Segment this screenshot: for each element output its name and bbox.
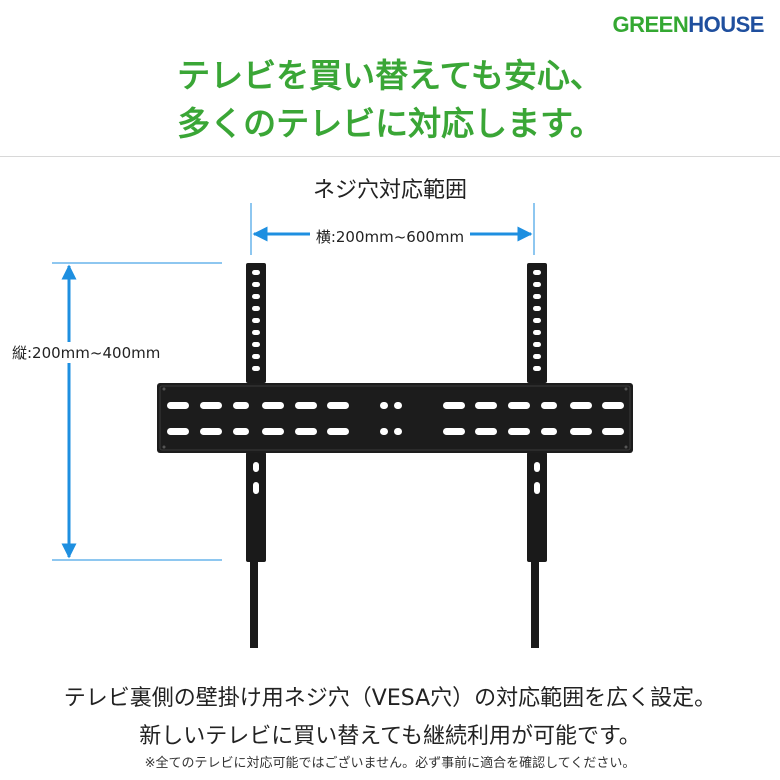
description: テレビ裏側の壁掛け用ネジ穴（VESA穴）の対応範囲を広く設定。 新しいテレビに買… (0, 680, 780, 756)
headline: テレビを買い替えても安心、 多くのテレビに対応します。 (0, 52, 780, 148)
headline-line-2: 多くのテレビに対応します。 (177, 104, 603, 143)
section-title: ネジ穴対応範囲 (312, 178, 467, 203)
brand-logo-house: HOUSE (688, 12, 764, 37)
description-line-1: テレビ裏側の壁掛け用ネジ穴（VESA穴）の対応範囲を広く設定。 (63, 686, 717, 711)
headline-line-1: テレビを買い替えても安心、 (177, 56, 603, 95)
description-line-2: 新しいテレビに買い替えても継続利用が可能です。 (139, 724, 641, 749)
brand-logo: GREENHOUSE (613, 12, 765, 38)
divider (0, 156, 780, 157)
brand-logo-green: GREEN (612, 12, 689, 37)
left-vertical-arm (246, 263, 266, 648)
horizontal-wall-plate (157, 383, 633, 453)
right-vertical-arm (527, 263, 547, 648)
horizontal-dimension-label: 横:200mm~600mm (310, 226, 470, 247)
vertical-dimension-label: 縦:200mm~400mm (12, 342, 161, 363)
disclaimer-note: ※全てのテレビに対応可能ではございません。必ず事前に適合を確認してください。 (144, 756, 636, 771)
